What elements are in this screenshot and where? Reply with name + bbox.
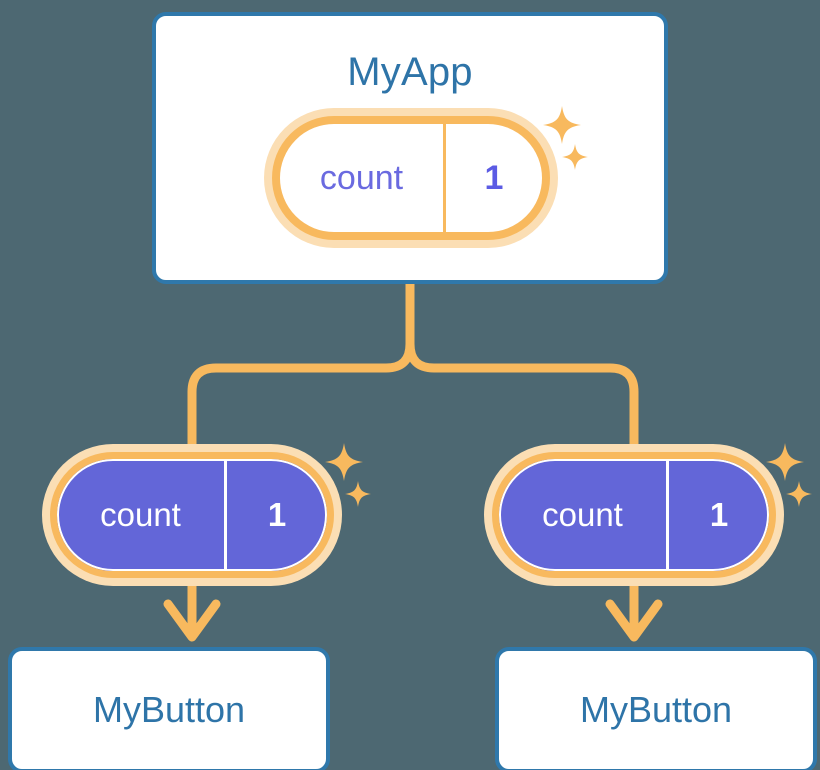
state-value-root: 1: [484, 158, 504, 197]
page-title: MyApp: [347, 50, 473, 94]
mybutton-label-1: MyButton: [579, 689, 733, 730]
state-pill-branch-0[interactable]: count 1: [50, 452, 334, 578]
state-pill-branch-1[interactable]: count 1: [492, 452, 776, 578]
arrow-down-icon-left: [163, 599, 221, 642]
state-key-branch-1: count: [499, 459, 669, 571]
state-value-branch-0: 1: [267, 496, 287, 533]
arrow-down-icon-right: [605, 599, 663, 642]
mybutton-card-0[interactable]: MyButton: [8, 647, 330, 770]
branch-line-right: [405, 279, 639, 467]
mybutton-label-0: MyButton: [92, 689, 246, 730]
branch-line-left: [187, 279, 415, 467]
state-value-branch-1: 1: [709, 496, 729, 533]
mybutton-card-1[interactable]: MyButton: [495, 647, 817, 770]
state-pill-root[interactable]: count 1: [272, 116, 550, 240]
state-key-branch-0: count: [57, 459, 227, 571]
state-key-root: count: [280, 124, 446, 232]
